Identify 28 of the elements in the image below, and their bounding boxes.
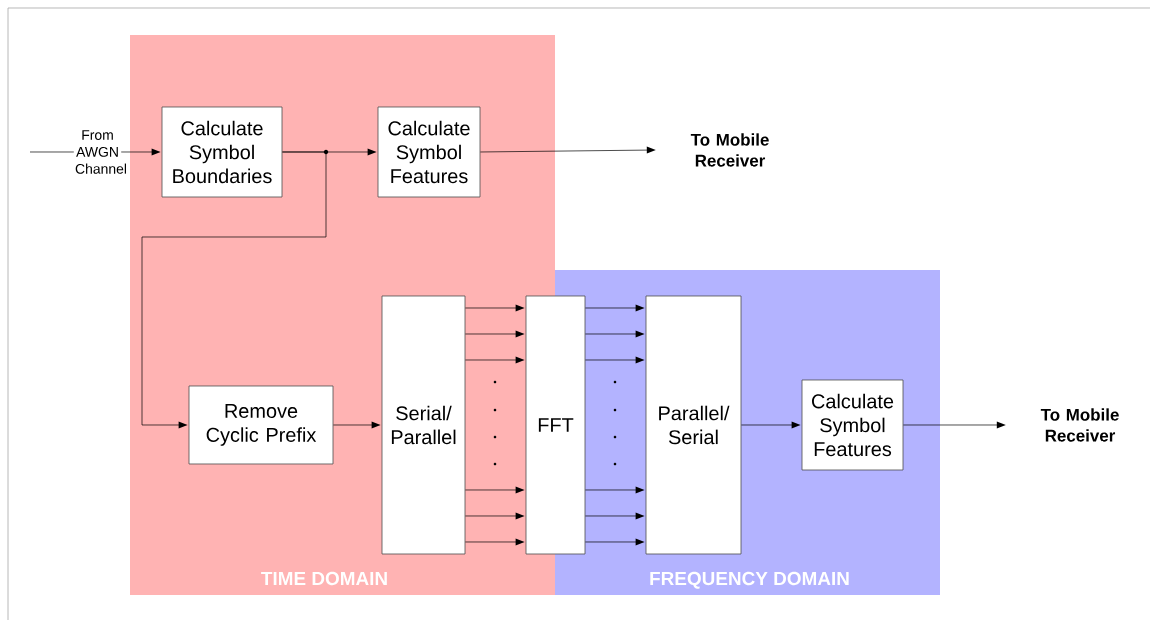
arrow xyxy=(585,330,645,338)
arrow xyxy=(585,512,645,520)
arrow xyxy=(465,330,525,338)
arrow xyxy=(120,148,161,156)
arrow xyxy=(585,356,645,364)
signal-label: To Mobile Receiver xyxy=(1040,408,1119,442)
arrow xyxy=(585,486,645,494)
arrow xyxy=(465,304,525,312)
arrow xyxy=(903,421,1006,429)
process-box: Parallel/ Serial xyxy=(645,295,742,555)
arrow xyxy=(465,512,525,520)
arrow xyxy=(333,421,381,429)
arrow xyxy=(141,151,327,429)
process-box: Calculate Symbol Features xyxy=(801,379,904,471)
arrow xyxy=(465,538,525,546)
process-box: Remove Cyclic Prefix xyxy=(188,385,334,465)
signal-label: From AWGN Channel xyxy=(75,130,127,174)
arrow xyxy=(741,421,801,429)
arrow xyxy=(465,486,525,494)
arrow xyxy=(585,304,645,312)
process-box: FFT xyxy=(525,295,586,555)
process-box: Calculate Symbol Features xyxy=(377,106,481,198)
arrow xyxy=(465,356,525,364)
process-box: Calculate Symbol Boundaries xyxy=(161,106,283,198)
arrow xyxy=(480,146,656,154)
arrow xyxy=(585,538,645,546)
signal-label: To Mobile Receiver xyxy=(690,133,769,167)
process-box: Serial/ Parallel xyxy=(381,295,466,555)
